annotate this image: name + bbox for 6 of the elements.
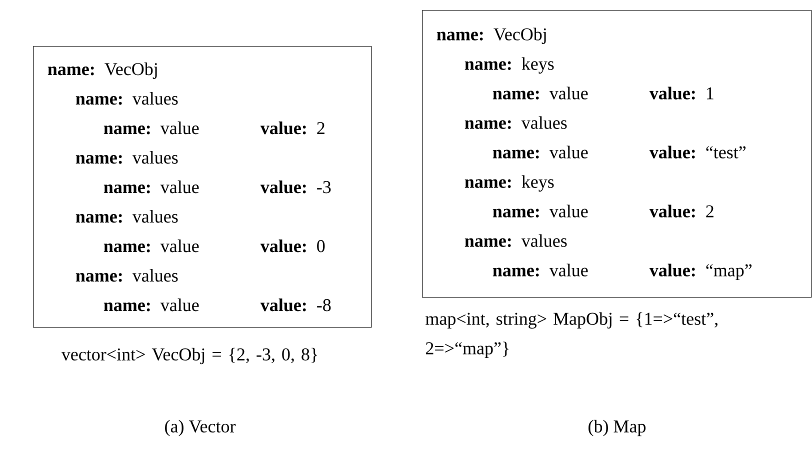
code-label: vector<int> VecObj = {2, -3, 0, 8} — [61, 348, 317, 364]
subfigure-caption: (b) Map — [588, 420, 646, 436]
code-label: map<int, string> MapObj = {1=>“test”, 2=>“map”} — [426, 312, 718, 358]
tree-box: name: VecObj name: keys name: value value: 1 name: values name: value value: “test” name: keys name: value value: 2 name: values name: value value: “map” — [422, 10, 812, 298]
tree-box: name: VecObj name: values name: value value: 2 name: values name: value value: -3 name: values name: value value: 0 name: values name: value value: -8 — [33, 46, 372, 328]
subfigure-caption: (a) Vector — [165, 420, 236, 436]
